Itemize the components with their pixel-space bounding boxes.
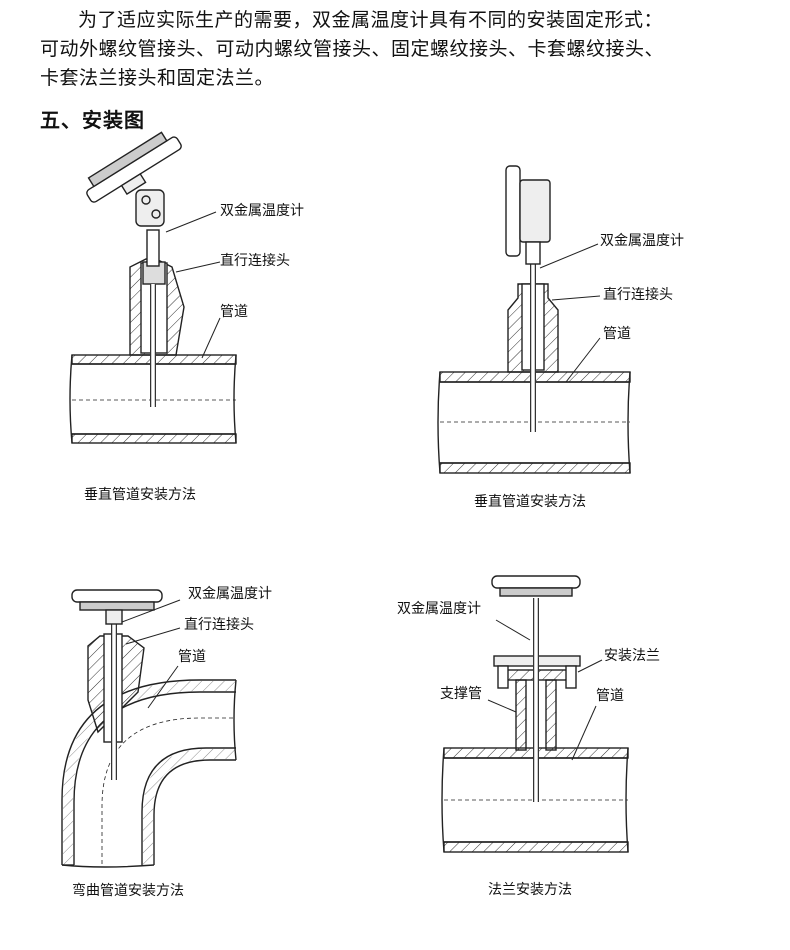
d4-pipe-label: 管道 [596,688,624,704]
diagram-flange [441,575,629,853]
d4-flange-label: 安装法兰 [604,648,660,664]
d2-pipe-label: 管道 [603,326,631,342]
d4-thermometer-label: 双金属温度计 [397,601,481,617]
intro-line-2: 可动外螺纹管接头、可动内螺纹管接头、固定螺纹接头、卡套螺纹接头、 [40,38,665,60]
intro-line-3: 卡套法兰接头和固定法兰。 [40,67,275,89]
intro-paragraph: 为了适应实际生产的需要，双金属温度计具有不同的安装固定形式： 可动外螺纹管接头、… [40,6,770,93]
d4-caption: 法兰安装方法 [488,882,572,898]
diagram-vertical-pipe-1 [69,131,237,444]
d1-caption: 垂直管道安装方法 [84,486,196,503]
intro-line-1: 为了适应实际生产的需要，双金属温度计具有不同的安装固定形式： [78,9,664,31]
diagram-curved-pipe [61,589,237,868]
d2-thermometer-label: 双金属温度计 [600,233,684,249]
d3-thermometer-label: 双金属温度计 [188,586,272,602]
d1-thermometer-label: 双金属温度计 [220,203,304,219]
d2-connector-label: 直行连接头 [603,286,673,303]
diagram-vertical-pipe-2 [437,165,631,474]
d3-connector-label: 直行连接头 [184,616,254,633]
section-title: 五、安装图 [40,108,145,132]
d2-caption: 垂直管道安装方法 [474,493,586,510]
d1-connector-label: 直行连接头 [220,252,290,269]
d3-caption: 弯曲管道安装方法 [72,882,184,899]
d4-support-label: 支撑管 [440,686,482,702]
pipe-wall-bottom [71,433,237,444]
d3-pipe-label: 管道 [178,649,206,665]
d1-pipe-label: 管道 [220,304,248,320]
